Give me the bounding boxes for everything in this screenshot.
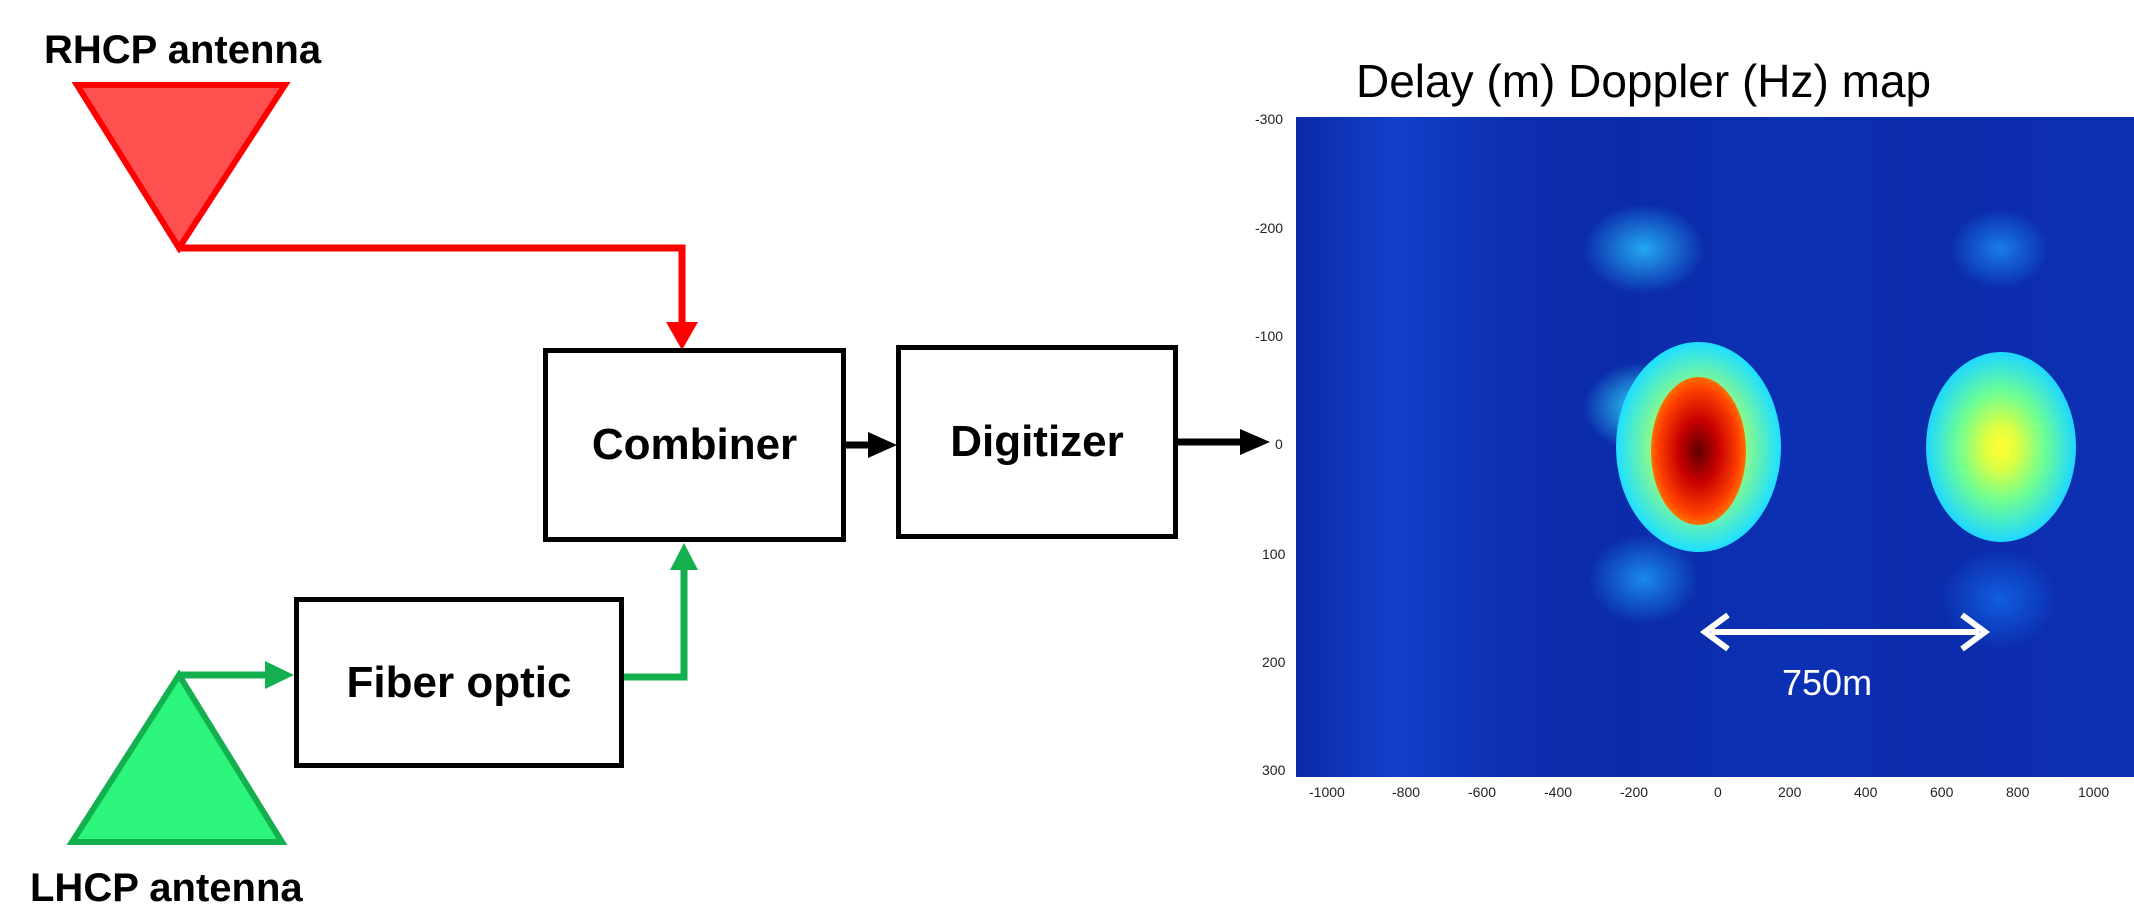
y-tick: -200 <box>1255 220 1284 236</box>
combiner-block: Combiner <box>543 348 846 542</box>
digitizer-to-map-arrowhead <box>1240 429 1270 455</box>
y-tick: -300 <box>1255 111 1284 127</box>
digitizer-block: Digitizer <box>896 345 1178 539</box>
block-diagram <box>66 82 1270 845</box>
fiber-arrowhead <box>670 543 698 570</box>
x-tick: -1000 <box>1309 784 1345 800</box>
fiber-optic-block: Fiber optic <box>294 597 624 768</box>
x-tick: 600 <box>1930 784 1954 800</box>
lhcp-antenna-label: LHCP antenna <box>30 866 303 910</box>
y-tick: 300 <box>1262 762 1286 778</box>
rhcp-arrowhead <box>666 322 698 350</box>
fiber-output-line <box>624 565 688 681</box>
rhcp-feed-line <box>179 244 686 330</box>
y-tick: 200 <box>1262 654 1286 670</box>
x-tick: -600 <box>1468 784 1497 800</box>
rhcp-antenna-label: RHCP antenna <box>44 28 322 72</box>
x-tick: -800 <box>1392 784 1421 800</box>
lhcp-antenna-icon <box>66 669 288 845</box>
x-tick: 200 <box>1778 784 1802 800</box>
separation-label: 750m <box>1782 662 1873 703</box>
x-tick: 400 <box>1854 784 1878 800</box>
rhcp-antenna-icon <box>71 82 291 254</box>
main-peak-inner <box>1651 377 1746 525</box>
map-title: Delay (m) Doppler (Hz) map <box>1356 55 1932 107</box>
secondary-peak <box>1926 352 2076 542</box>
combiner-label: Combiner <box>591 420 798 469</box>
delay-doppler-heatmap: 750m <box>1296 117 2134 777</box>
fiber-optic-label: Fiber optic <box>346 657 572 707</box>
x-tick: -200 <box>1620 784 1649 800</box>
combiner-to-digitizer-arrowhead <box>868 432 897 458</box>
x-tick: -400 <box>1544 784 1573 800</box>
y-tick: -100 <box>1255 328 1284 344</box>
y-tick: 100 <box>1262 546 1286 562</box>
x-tick: 800 <box>2006 784 2030 800</box>
x-tick: 1000 <box>2078 784 2110 800</box>
y-tick: 0 <box>1275 436 1283 452</box>
x-tick: 0 <box>1714 784 1722 800</box>
separation-arrow <box>1699 612 1991 652</box>
digitizer-label: Digitizer <box>950 417 1124 466</box>
lhcp-arrowhead <box>265 661 294 689</box>
